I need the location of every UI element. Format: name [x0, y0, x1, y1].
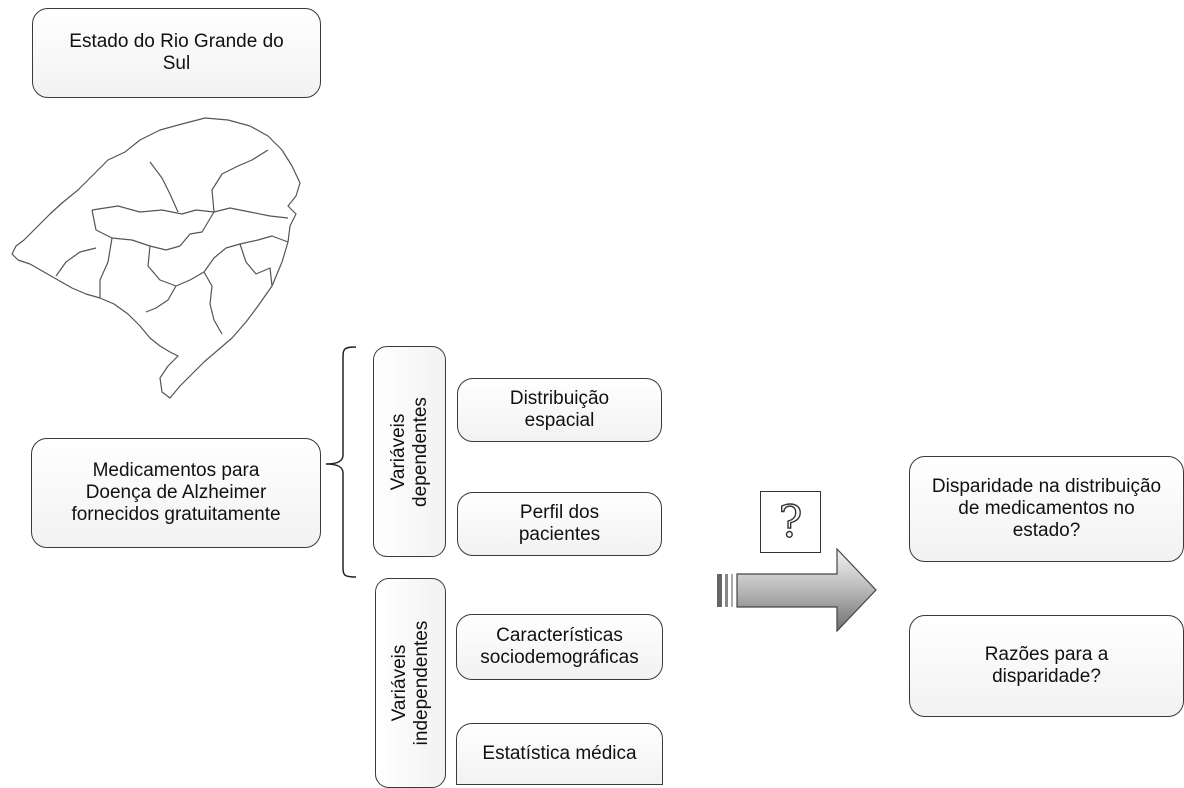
- reasons-question-box: Razões para a disparidade?: [909, 615, 1184, 717]
- reasons-question-label: Razões para a disparidade?: [984, 644, 1109, 687]
- medical-statistics-box: Estatística médica: [456, 723, 663, 785]
- dependent-variables-box: Variáveis dependentes: [373, 346, 446, 557]
- question-mark-icon: ?: [760, 491, 821, 553]
- question-mark-glyph: ?: [778, 496, 803, 548]
- sociodemographic-box: Características sociodemográficas: [456, 614, 663, 680]
- patient-profile-box: Perfil dos pacientes: [457, 492, 662, 556]
- disparity-question-label: Disparidade na distribuição de medicamen…: [931, 476, 1162, 541]
- disparity-question-box: Disparidade na distribuição de medicamen…: [909, 456, 1184, 562]
- spatial-distribution-label: Distribuição espacial: [509, 388, 610, 431]
- rio-grande-do-sul-map: [11, 117, 301, 399]
- dependent-variables-label: Variáveis dependentes: [387, 396, 431, 507]
- medical-statistics-label: Estatística médica: [482, 743, 637, 764]
- sociodemographic-label: Características sociodemográficas: [480, 625, 639, 668]
- independent-variables-label: Variáveis independentes: [388, 620, 432, 746]
- independent-variables-box: Variáveis independentes: [375, 578, 446, 788]
- medication-box: Medicamentos para Doença de Alzheimer fo…: [31, 438, 321, 548]
- spatial-distribution-box: Distribuição espacial: [457, 378, 662, 442]
- patient-profile-label: Perfil dos pacientes: [518, 502, 601, 545]
- medication-box-label: Medicamentos para Doença de Alzheimer fo…: [71, 460, 281, 525]
- arrow-right-icon: [717, 547, 877, 633]
- state-box-label: Estado do Rio Grande do Sul: [69, 31, 284, 74]
- state-box: Estado do Rio Grande do Sul: [32, 8, 321, 98]
- grouping-bracket: [325, 346, 357, 578]
